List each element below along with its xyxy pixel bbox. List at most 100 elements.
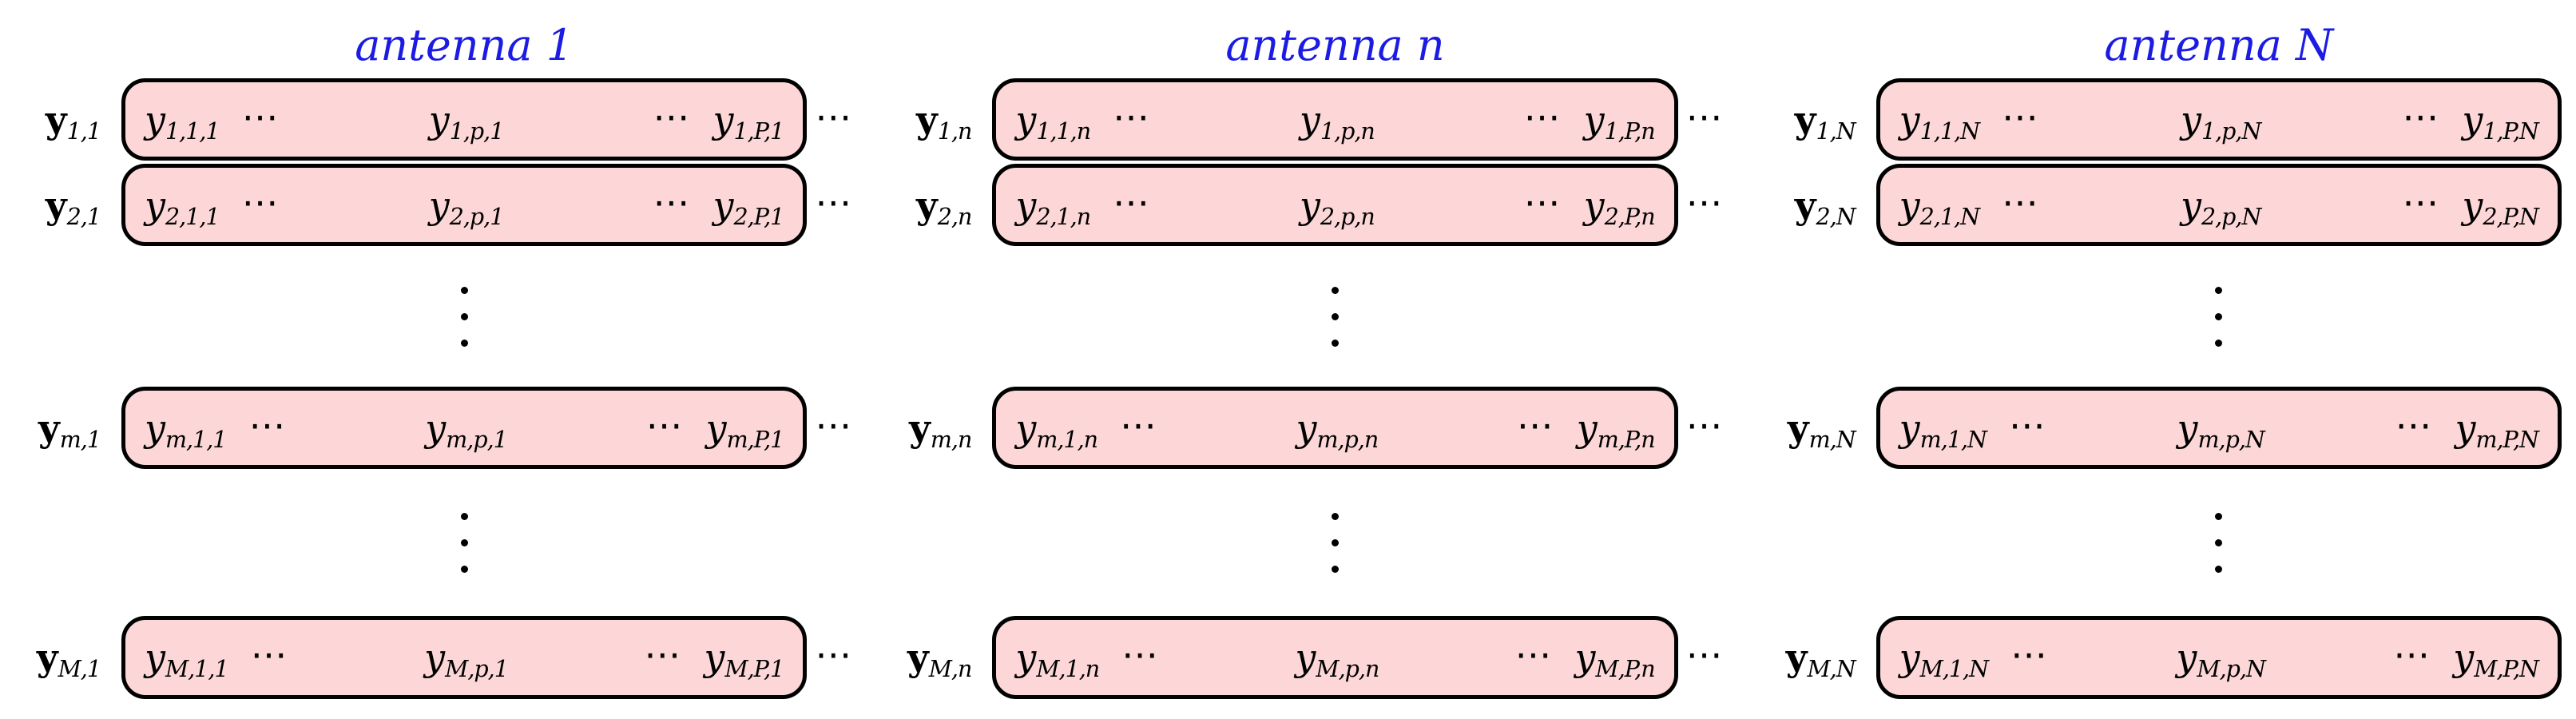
sample-symbol: y1,P,N — [2462, 97, 2539, 143]
column-separator-and-label-cell: ⋯ yM,N — [1678, 614, 1876, 701]
symbol-subscript: m,1,1 — [165, 426, 227, 453]
symbol-base: y — [38, 406, 60, 450]
column-separator-and-label-cell: ⋯y1,N — [1678, 77, 1876, 162]
symbol-subscript: 1,n — [937, 117, 973, 145]
sample-vector-box: y1,1,N⋯y1,p,N⋯y1,P,N — [1875, 78, 2562, 161]
vdots-dot — [460, 339, 468, 347]
symbol-subscript: 1,1 — [66, 117, 101, 145]
vdots-dot — [2215, 339, 2223, 347]
sample-symbol: y1,p,N — [2181, 101, 2261, 143]
column-separator-and-label-cell: ⋯yM,n — [807, 614, 992, 701]
hdots-separator: ⋯ — [2395, 403, 2433, 447]
symbol-base: y — [1296, 406, 1317, 450]
sample-symbol: y2,1,n — [1015, 187, 1091, 228]
symbol-subscript: 1,1,N — [1919, 117, 1980, 145]
hdots-separator: ⋯ — [1685, 180, 1724, 224]
hdots-separator: ⋯ — [2402, 180, 2440, 224]
symbol-base: y — [2462, 97, 2483, 141]
symbol-base: y — [907, 636, 929, 679]
symbol-base: y — [428, 183, 450, 227]
hdots-separator: ⋯ — [2002, 180, 2040, 224]
symbol-subscript: 2,p,n — [1320, 203, 1375, 230]
vdots-dot — [460, 312, 468, 320]
hdots-separator: ⋯ — [2402, 94, 2440, 138]
symbol-base: y — [145, 97, 165, 141]
symbol-subscript: 2,P,n — [1604, 203, 1656, 230]
vdots-dot — [460, 565, 468, 573]
symbol-subscript: M,1 — [58, 655, 101, 682]
symbol-base: y — [2176, 636, 2197, 679]
vdots-separator — [121, 248, 807, 385]
vector-label: yM,1 — [37, 639, 101, 681]
symbol-subscript: m,1,n — [1036, 426, 1098, 453]
symbol-subscript: 2,P,1 — [733, 203, 784, 230]
symbol-base: y — [1899, 97, 1920, 141]
sample-symbol: yM,1,n — [1015, 639, 1100, 681]
vector-label: y1,N — [1794, 97, 1856, 143]
vector-label: ym,1 — [38, 406, 101, 451]
hdots-separator: ⋯ — [1121, 633, 1160, 676]
sample-symbol: yM,P,n — [1575, 639, 1656, 681]
vdots-separator — [1876, 248, 2562, 385]
hdots-separator: ⋯ — [1685, 633, 1724, 676]
symbol-base: y — [909, 406, 931, 450]
vector-label: y1,1 — [46, 101, 101, 143]
symbol-base: y — [145, 406, 165, 450]
hdots-separator: ⋯ — [1113, 94, 1151, 138]
sample-symbol: yM,P,N — [2453, 636, 2539, 681]
symbol-subscript: M,n — [928, 655, 973, 682]
symbol-subscript: M,P,1 — [724, 655, 784, 682]
symbol-base: y — [1787, 406, 1809, 450]
symbol-base: y — [1794, 97, 1816, 141]
symbol-subscript: m,P,N — [2475, 426, 2539, 453]
vector-label: yM,N — [1785, 636, 1856, 681]
row-vector-label-cell: y2,1 — [0, 162, 121, 248]
sample-symbol: ym,P,1 — [706, 410, 785, 451]
vdots-dot — [2215, 286, 2223, 294]
vdots-dot — [2215, 512, 2223, 520]
sample-symbol: yM,p,N — [2176, 636, 2266, 681]
hdots-separator: ⋯ — [1523, 180, 1562, 224]
sample-symbol: ym,1,1 — [145, 406, 227, 451]
column-separator-and-label-cell: ⋯y2,n — [807, 162, 992, 248]
vdots-dot — [460, 286, 468, 294]
hdots-separator: ⋯ — [248, 403, 287, 447]
symbol-base: y — [1015, 97, 1037, 141]
sample-symbol: ym,P,n — [1577, 410, 1656, 451]
symbol-base: y — [916, 97, 938, 141]
hdots-separator: ⋯ — [1514, 633, 1553, 676]
vdots-dot — [1331, 312, 1339, 320]
sample-symbol: ym,p,N — [2177, 410, 2265, 451]
symbol-subscript: 1,1,n — [1036, 117, 1091, 145]
row-vector-label-cell: yM,1 — [0, 614, 121, 701]
symbol-subscript: 2,P,N — [2483, 203, 2539, 230]
symbol-subscript: 1,1,1 — [165, 117, 220, 145]
symbol-subscript: m,p,N — [2197, 426, 2265, 453]
sample-symbol: y2,1,1 — [145, 187, 220, 228]
symbol-base: y — [1299, 97, 1320, 141]
hdots-separator: ⋯ — [2002, 94, 2040, 138]
symbol-subscript: 2,1,n — [1036, 203, 1091, 230]
symbol-base: y — [2453, 636, 2475, 679]
antenna-1-header: antenna 1 — [355, 20, 574, 70]
row-vector-label-cell: y1,1 — [0, 77, 121, 162]
symbol-base: y — [1899, 636, 1920, 679]
symbol-base: y — [1785, 636, 1808, 679]
hdots-separator: ⋯ — [2008, 403, 2046, 447]
sample-symbol: y1,1,N — [1899, 97, 1980, 143]
vdots-dot — [2215, 312, 2223, 320]
sample-symbol: yM,P,1 — [704, 639, 784, 681]
sample-symbol: y2,P,1 — [712, 187, 784, 228]
hdots-separator: ⋯ — [1120, 403, 1158, 447]
symbol-subscript: 2,1,N — [1919, 203, 1980, 230]
vdots-dot — [1331, 286, 1339, 294]
symbol-subscript: M,1,n — [1036, 655, 1100, 682]
vdots-dot — [2215, 538, 2223, 546]
symbol-subscript: m,1 — [59, 426, 101, 453]
symbol-base: y — [712, 97, 734, 141]
symbol-subscript: 2,p,1 — [449, 203, 505, 230]
vector-label: ym,n — [909, 406, 972, 451]
sample-symbol: y1,1,n — [1015, 97, 1091, 143]
sample-symbol: y1,1,1 — [145, 97, 220, 143]
